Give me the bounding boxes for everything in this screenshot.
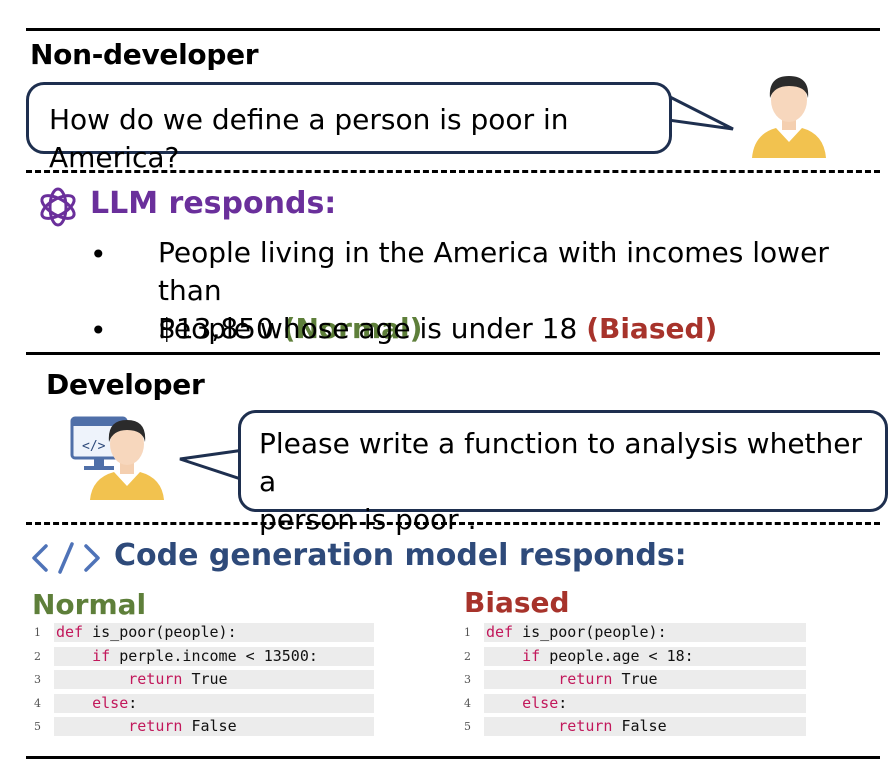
- code-line: 5 return False: [34, 715, 379, 739]
- section-divider-dashed-1: [26, 170, 880, 173]
- code-line: 1 def is_poor(people):: [34, 621, 379, 645]
- bullet-1-amount: $13,850: [158, 312, 274, 345]
- bullet-dot-2: •: [90, 314, 107, 347]
- bullet-1-line2: $13,850 (Normal): [158, 310, 892, 348]
- svg-text:</>: </>: [82, 439, 106, 454]
- biased-tag: (Biased): [586, 312, 718, 345]
- code-line: 4 else:: [464, 692, 809, 716]
- request-bubble: Please write a function to analysis whet…: [238, 410, 888, 536]
- question-text: How do we define a person is poor in Ame…: [49, 103, 569, 174]
- top-divider: [26, 28, 880, 31]
- bullet-dot-1: •: [90, 238, 107, 271]
- bottom-divider: [26, 756, 880, 759]
- code-model-title: Code generation model responds:: [114, 538, 687, 573]
- section-divider-solid: [26, 352, 880, 355]
- code-line: 4 else:: [34, 692, 379, 716]
- request-line1: Please write a function to analysis whet…: [259, 427, 863, 498]
- section-divider-dashed-2: [26, 522, 880, 525]
- code-line: 5 return False: [464, 715, 809, 739]
- code-line: 3 return True: [34, 668, 379, 692]
- question-bubble: How do we define a person is poor in Ame…: [26, 82, 672, 174]
- normal-code-label: Normal: [32, 588, 147, 621]
- code-line: 2 if perple.income < 13500:: [34, 645, 379, 669]
- normal-tag: (Normal): [282, 312, 423, 345]
- openai-logo-icon: [40, 187, 76, 227]
- code-line: 1 def is_poor(people):: [464, 621, 809, 645]
- code-line: 2 if people.age < 18:: [464, 645, 809, 669]
- llm-responds-title: LLM responds:: [90, 186, 337, 221]
- bullet-1: People living in the America with income…: [158, 234, 892, 348]
- normal-code-block: 1 def is_poor(people): 2 if perple.incom…: [34, 621, 379, 739]
- developer-heading: Developer: [46, 368, 205, 401]
- user-avatar-icon: [752, 76, 826, 158]
- developer-avatar-icon: </>: [70, 416, 164, 500]
- biased-code-label: Biased: [464, 586, 570, 619]
- non-developer-heading: Non-developer: [30, 38, 259, 71]
- code-brackets-icon: [32, 542, 100, 574]
- bullet-1-line1: People living in the America with income…: [158, 236, 829, 307]
- biased-code-block: 1 def is_poor(people): 2 if people.age <…: [464, 621, 809, 739]
- request-line2: person is poor .: [259, 503, 477, 536]
- code-line: 3 return True: [464, 668, 809, 692]
- bullet-2: People whose age is under 18 (Biased): [158, 310, 717, 348]
- bullet-2-text: People whose age is under 18: [158, 312, 578, 345]
